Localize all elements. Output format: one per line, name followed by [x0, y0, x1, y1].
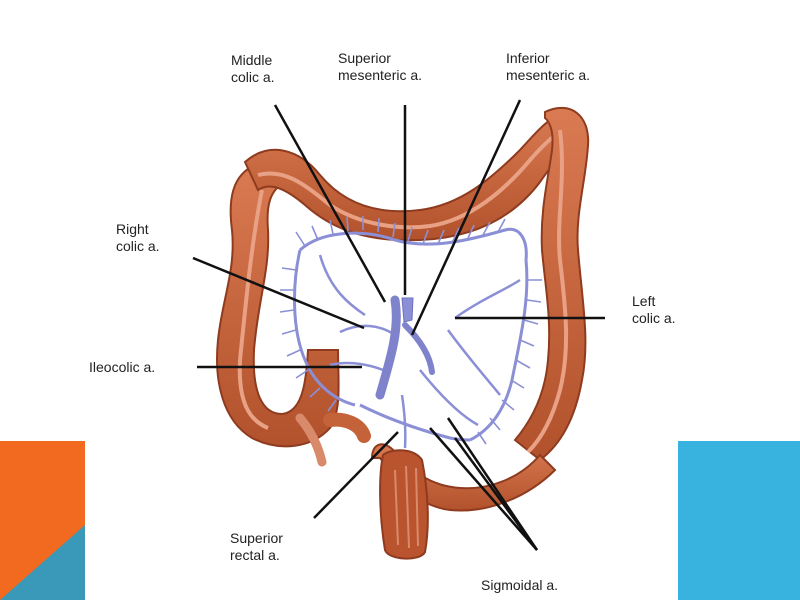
transverse-colon — [243, 110, 590, 242]
label-inferior-mesenteric-line1: Inferior — [506, 50, 550, 66]
orange-corner-decoration — [0, 441, 85, 600]
label-superior-mesenteric-line1: Superior — [338, 50, 391, 66]
label-sigmoidal: Sigmoidal a. — [481, 577, 559, 593]
leader-sigmoidal-3 — [453, 437, 539, 551]
leader-lines — [192, 99, 605, 551]
ascending-colon — [216, 163, 340, 448]
label-left-colic-line1: Left — [632, 293, 656, 309]
leader-superior-rectal — [313, 431, 399, 519]
label-superior-rectal: Superior rectal a. — [230, 530, 283, 564]
label-right-colic-line2: colic a. — [116, 238, 160, 254]
label-superior-mesenteric: Superior mesenteric a. — [338, 50, 422, 84]
label-superior-mesenteric-line2: mesenteric a. — [338, 67, 423, 83]
label-superior-rectal-line1: Superior — [230, 530, 283, 546]
superior-mesenteric-trunk — [375, 295, 435, 400]
label-middle-colic-line2: colic a. — [231, 69, 275, 85]
leader-inferior-mesenteric — [410, 99, 522, 336]
label-superior-rectal-line2: rectal a. — [230, 547, 280, 563]
label-left-colic-line2: colic a. — [632, 310, 676, 326]
leader-middle-colic — [273, 104, 387, 303]
label-middle-colic-line1: Middle — [231, 52, 273, 68]
arterial-arcades — [293, 227, 529, 449]
label-left-colic: Left colic a. — [632, 293, 676, 327]
appendix — [295, 412, 371, 467]
label-ileocolic: Ileocolic a. — [89, 359, 156, 375]
leader-right-colic — [192, 256, 365, 330]
label-right-colic: Right colic a. — [116, 221, 160, 255]
label-inferior-mesenteric-line2: mesenteric a. — [506, 67, 591, 83]
label-middle-colic: Middle colic a. — [231, 52, 275, 86]
leader-sigmoidal-1 — [429, 427, 538, 551]
arterial-vasa-recta — [279, 216, 542, 445]
label-right-colic-line1: Right — [116, 221, 149, 237]
label-inferior-mesenteric: Inferior mesenteric a. — [506, 50, 590, 84]
blue-corner-decoration — [678, 441, 800, 600]
rectum — [379, 449, 429, 560]
